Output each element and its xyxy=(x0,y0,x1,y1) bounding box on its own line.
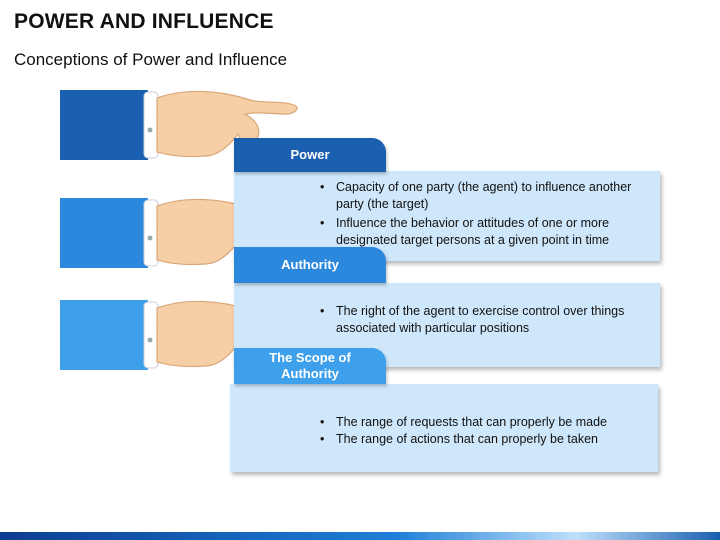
footer-bar xyxy=(0,532,720,540)
bullet-item: The right of the agent to exercise contr… xyxy=(318,303,653,337)
cufflink xyxy=(147,337,153,343)
bullet-list: The range of requests that can properly … xyxy=(318,414,648,448)
bullet-list: The right of the agent to exercise contr… xyxy=(318,303,653,337)
cufflink xyxy=(147,235,153,241)
content-panel: The range of requests that can properly … xyxy=(230,384,658,472)
section-tab-label: Authority xyxy=(281,257,339,272)
content-panel: Capacity of one party (the agent) to inf… xyxy=(234,171,660,261)
hand-shape xyxy=(156,90,298,158)
cuff xyxy=(143,301,159,369)
section-tab: Authority xyxy=(234,247,386,283)
sleeve xyxy=(60,198,148,268)
hand-pinch-icon xyxy=(60,90,298,160)
slide-subtitle: Conceptions of Power and Influence xyxy=(14,50,288,69)
section-tab-label: The Scope of Authority xyxy=(269,350,351,381)
bullet-item: The range of requests that can properly … xyxy=(318,414,648,431)
bullet-item: Capacity of one party (the agent) to inf… xyxy=(318,179,653,213)
section-tab: Power xyxy=(234,138,386,172)
cuff xyxy=(143,199,159,267)
section-tab: The Scope of Authority xyxy=(234,348,386,384)
slide-title: POWER AND INFLUENCE xyxy=(14,10,274,33)
cuff xyxy=(143,91,159,159)
sleeve xyxy=(60,300,148,370)
hand-pinch-icon xyxy=(60,198,298,268)
bullet-item: Influence the behavior or attitudes of o… xyxy=(318,215,653,249)
bullet-list: Capacity of one party (the agent) to inf… xyxy=(318,179,653,249)
cufflink xyxy=(147,127,153,133)
sleeve xyxy=(60,90,148,160)
bullet-item: The range of actions that can properly b… xyxy=(318,431,648,448)
section-tab-label: Power xyxy=(290,147,330,162)
